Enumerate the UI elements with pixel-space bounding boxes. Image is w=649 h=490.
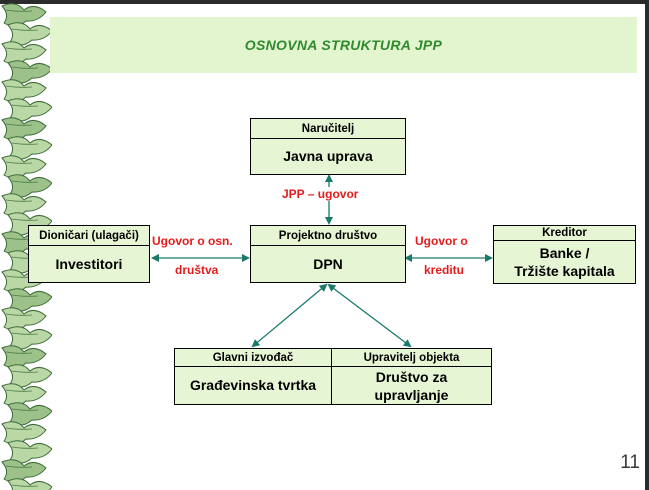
upravitelj-box: Upravitelj objekta Društvo za upravljanj… [331, 348, 492, 405]
narucitelj-header: Naručitelj [251, 119, 405, 139]
dionicari-body: Investitori [55, 255, 123, 272]
kreditor-box: Kreditor Banke / Tržište kapitala [493, 225, 636, 284]
ugovor-osn-label-1: Ugovor o osn. [152, 234, 233, 248]
title-band [50, 17, 637, 73]
arrow-projektno-izvodac [251, 283, 328, 348]
ugovor-osn-label-2: društva [175, 263, 219, 277]
slide-title: OSNOVNA STRUKTURA JPP [244, 37, 443, 53]
upravitelj-body-line1: Društvo za [375, 368, 448, 385]
ugovor-kredit-label-1: Ugovor o [415, 234, 468, 248]
arrow-projektno-upravitelj [327, 283, 412, 348]
projektno-header: Projektno društvo [251, 226, 405, 246]
upravitelj-body: Društvo za upravljanje [332, 367, 491, 404]
upravitelj-body-line2: upravljanje [374, 386, 449, 403]
izvodac-body: Građevinska tvrtka [189, 377, 317, 393]
kreditor-body-line2: Tržište kapitala [514, 263, 615, 279]
top-rule [0, 0, 649, 4]
kreditor-header: Kreditor [494, 226, 635, 241]
kreditor-body-line1: Banke / [539, 245, 590, 261]
right-rule [645, 0, 649, 490]
projektno-drustvo-box: Projektno društvo DPN [250, 225, 406, 283]
izvodac-box: Glavni izvođač Građevinska tvrtka [174, 348, 332, 405]
narucitelj-body: Javna uprava [283, 148, 373, 164]
upravitelj-header: Upravitelj objekta [332, 349, 491, 367]
dionicari-box: Dioničari (ulagači) Investitori [28, 225, 150, 283]
izvodac-header: Glavni izvođač [175, 349, 331, 367]
page-number: 11 [620, 452, 640, 473]
projektno-body: DPN [313, 255, 343, 272]
ugovor-kredit-label-2: kreditu [424, 263, 465, 277]
narucitelj-box: Naručitelj Javna uprava [250, 118, 406, 175]
jpp-ugovor-label: JPP – ugovor [280, 187, 361, 201]
dionicari-header: Dioničari (ulagači) [29, 226, 149, 246]
kreditor-body: Banke / Tržište kapitala [494, 241, 635, 283]
